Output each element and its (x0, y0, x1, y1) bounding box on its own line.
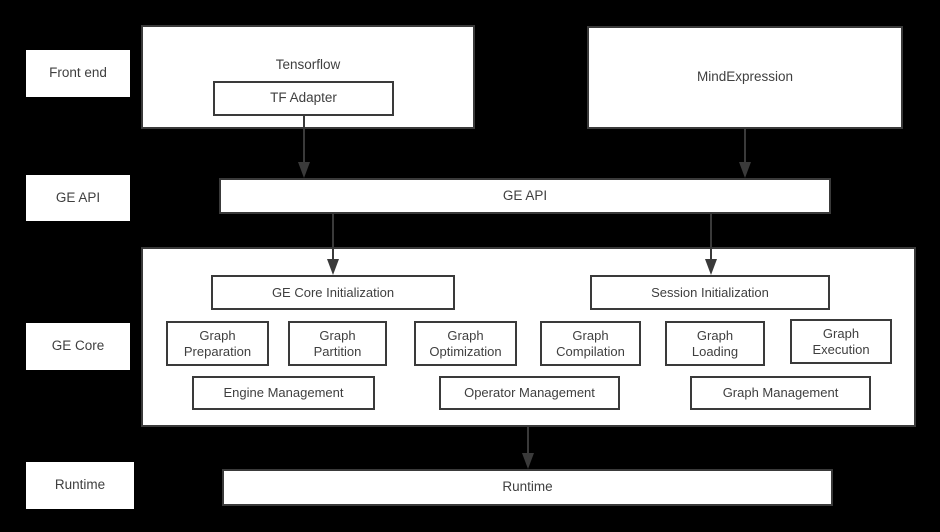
operator-management-label: Operator Management (464, 385, 595, 401)
layer-label-front-end-text: Front end (49, 65, 107, 81)
graph-loading-label: Graph Loading (691, 327, 739, 359)
graph-compilation-label: Graph Compilation (556, 327, 625, 359)
engine-management-box[interactable]: Engine Management (192, 376, 375, 410)
ge-api-bar[interactable]: GE API (219, 178, 831, 214)
tf-adapter-box[interactable]: TF Adapter (213, 81, 394, 116)
session-initialization-label: Session Initialization (651, 284, 769, 300)
runtime-bar-label: Runtime (502, 479, 553, 495)
arrow-ge-api-to-ge-core-initialization (325, 213, 341, 277)
graph-loading-box[interactable]: Graph Loading (665, 321, 765, 366)
runtime-bar[interactable]: Runtime (222, 469, 833, 506)
layer-label-runtime-text: Runtime (54, 477, 106, 493)
arrow-ge-api-to-session-initialization (703, 213, 719, 277)
tf-adapter-label: TF Adapter (270, 90, 337, 106)
arrow-tf-adapter-to-ge-api (296, 114, 312, 180)
operator-management-box[interactable]: Operator Management (439, 376, 620, 410)
ge-core-initialization-box[interactable]: GE Core Initialization (211, 275, 455, 310)
graph-partition-box[interactable]: Graph Partition (288, 321, 387, 366)
graph-partition-label: Graph Partition (313, 327, 362, 359)
graph-compilation-box[interactable]: Graph Compilation (540, 321, 641, 366)
graph-execution-box[interactable]: Graph Execution (790, 319, 892, 364)
graph-management-box[interactable]: Graph Management (690, 376, 871, 410)
arrow-mindexpression-to-ge-api (737, 129, 753, 180)
layer-label-ge-api: GE API (26, 175, 130, 221)
graph-management-label: Graph Management (722, 385, 839, 401)
graph-optimization-box[interactable]: Graph Optimization (414, 321, 517, 366)
mindexpression-label: MindExpression (696, 69, 794, 85)
graph-execution-label: Graph Execution (812, 325, 870, 357)
layer-label-ge-core: GE Core (26, 323, 130, 370)
graph-preparation-label: Graph Preparation (183, 327, 252, 359)
layer-label-ge-core-text: GE Core (51, 338, 105, 354)
ge-core-initialization-label: GE Core Initialization (271, 284, 395, 300)
ge-api-bar-label: GE API (502, 187, 548, 203)
graph-preparation-box[interactable]: Graph Preparation (166, 321, 269, 366)
layer-label-ge-api-text: GE API (55, 189, 101, 205)
arrow-ge-core-to-runtime (520, 427, 536, 471)
layer-label-front-end: Front end (26, 50, 130, 97)
session-initialization-box[interactable]: Session Initialization (590, 275, 830, 310)
tensorflow-label: Tensorflow (275, 57, 341, 72)
layer-label-runtime: Runtime (26, 462, 134, 509)
mindexpression-box[interactable]: MindExpression (587, 26, 903, 129)
graph-optimization-label: Graph Optimization (429, 327, 502, 359)
engine-management-label: Engine Management (223, 385, 344, 401)
